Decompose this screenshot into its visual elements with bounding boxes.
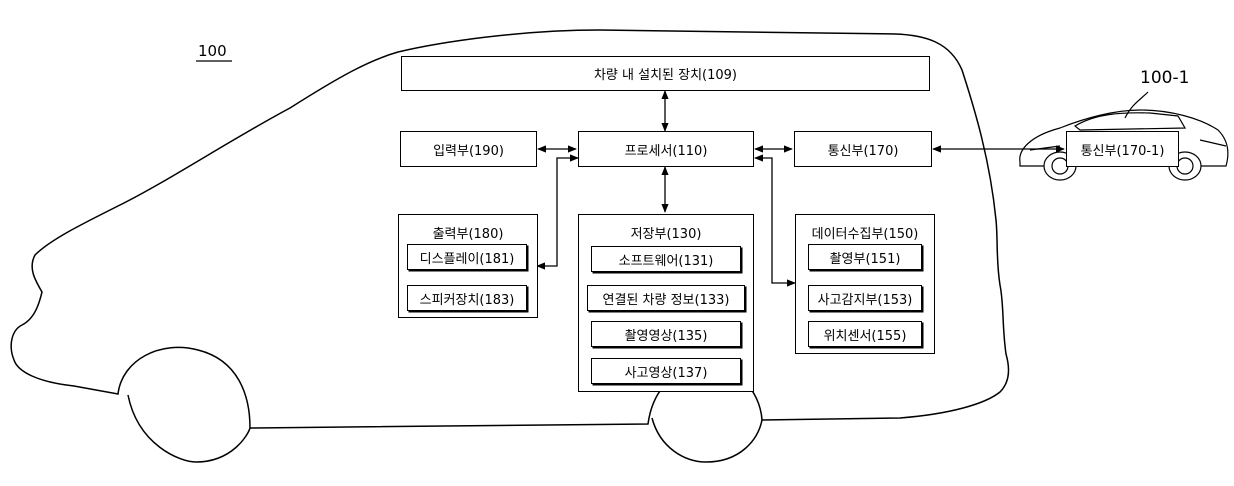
data-collector-title: 데이터수집부(150) [811, 227, 919, 242]
front-wheel-arc [127, 394, 251, 463]
figure-ref-100: 100 [198, 42, 227, 60]
link-processor-output [536, 154, 579, 270]
other-vehicle-comm-box: 통신부(170-1) [1066, 131, 1179, 167]
output-unit-title: 출력부(180) [432, 227, 504, 242]
processor-box: 프로세서(110) [578, 131, 754, 167]
input-unit-box: 입력부(190) [400, 131, 537, 167]
ref-100-1-leader [1124, 91, 1149, 119]
connected-vehicle-info-box: 연결된 차량 정보(133) [587, 285, 745, 311]
accident-video-box: 사고영상(137) [591, 358, 741, 384]
link-collector-processor [754, 154, 796, 287]
comm-unit-box: 통신부(170) [794, 131, 932, 167]
vehicle-outline [10, 29, 1010, 429]
rear-wheel-arc [651, 417, 763, 463]
figure-ref-100-1: 100-1 [1140, 68, 1190, 88]
software-box: 소프트웨어(131) [591, 246, 741, 272]
data-collector-group: 데이터수집부(150) 촬영부(151) 사고감지부(153) 위치센서(155… [795, 214, 935, 354]
speaker-box: 스피커장치(183) [407, 285, 527, 311]
camera-unit-box: 촬영부(151) [808, 244, 922, 270]
display-box: 디스플레이(181) [407, 244, 527, 270]
storage-unit-title: 저장부(130) [630, 227, 702, 242]
output-unit-group: 출력부(180) 디스플레이(181) 스피커장치(183) [398, 214, 538, 318]
storage-unit-group: 저장부(130) 소프트웨어(131) 연결된 차량 정보(133) 촬영영상(… [578, 214, 754, 392]
location-sensor-box: 위치센서(155) [808, 321, 922, 347]
captured-video-box: 촬영영상(135) [591, 321, 741, 347]
accident-detector-box: 사고감지부(153) [808, 285, 922, 311]
installed-device-box: 차량 내 설치된 장치(109) [401, 56, 930, 91]
